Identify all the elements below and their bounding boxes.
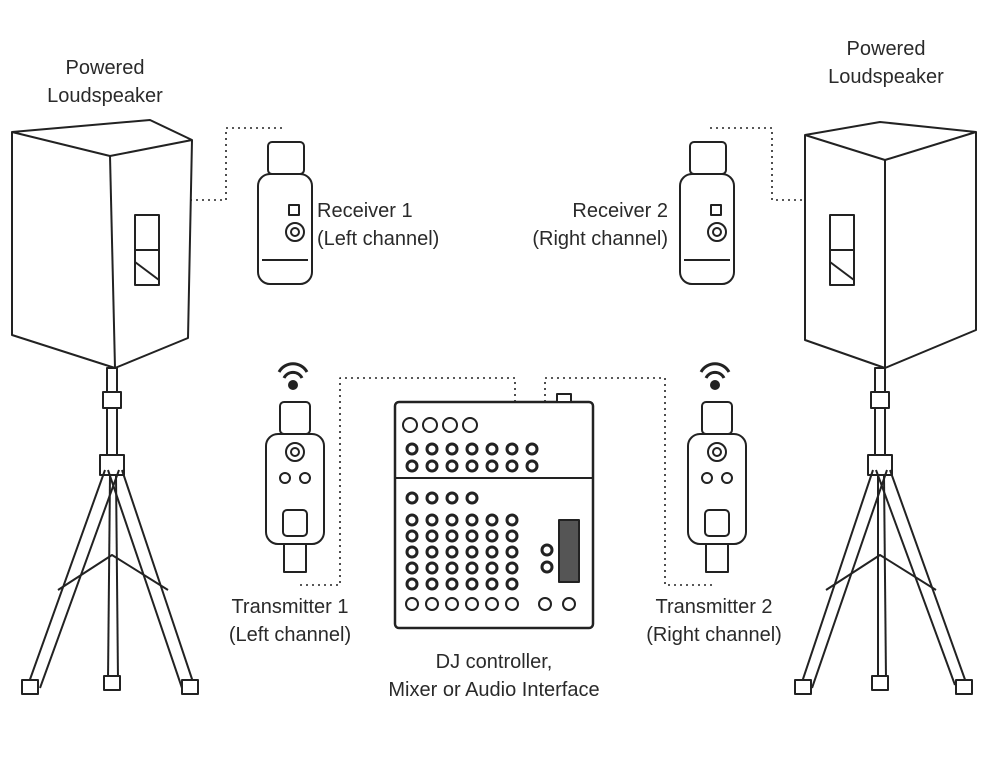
mixer-knob — [422, 417, 438, 433]
mixer-knob — [405, 577, 419, 591]
mixer-knob — [540, 543, 554, 557]
mixer-knob — [485, 577, 499, 591]
mixer-knob — [505, 513, 519, 527]
mixer-knob — [465, 442, 479, 456]
mixer-knob — [402, 417, 418, 433]
receiver-2-icon — [679, 141, 735, 285]
receiver-2-label: Receiver 2 (Right channel) — [532, 197, 668, 253]
mixer-knob — [405, 491, 419, 505]
label-line: (Right channel) — [646, 624, 782, 646]
mixer-knob — [445, 513, 459, 527]
mixer-knob — [425, 561, 439, 575]
tripod-stand-left-icon — [21, 367, 199, 695]
mixer-knob — [505, 561, 519, 575]
mixer-knob — [485, 459, 499, 473]
mixer-knob — [405, 529, 419, 543]
mixer-knob — [425, 577, 439, 591]
speaker-left-icon — [11, 119, 193, 369]
label-line: Transmitter 2 — [655, 596, 773, 618]
mixer-label: DJ controller, Mixer or Audio Interface — [388, 648, 599, 704]
mixer-knob — [525, 459, 539, 473]
mixer-knob — [465, 545, 479, 559]
mixer-knob — [465, 513, 479, 527]
mixer-knob — [485, 597, 499, 611]
label-line: Receiver 2 — [572, 200, 668, 222]
mixer-knob — [445, 597, 459, 611]
label-line: Loudspeaker — [828, 66, 944, 88]
mixer-knob — [465, 459, 479, 473]
label-line: Receiver 1 — [317, 200, 413, 222]
label-line: Powered — [846, 38, 926, 60]
tripod-stand-right-icon — [794, 367, 973, 695]
mixer-knob — [525, 442, 539, 456]
mixer-knob — [538, 597, 552, 611]
label-line: (Left channel) — [228, 624, 352, 646]
mixer-knob — [485, 545, 499, 559]
mixer-knob — [445, 545, 459, 559]
mixer-knob — [465, 577, 479, 591]
mixer-knob — [445, 491, 459, 505]
speaker-left-label: Powered Loudspeaker — [47, 54, 163, 110]
mixer-knob — [445, 577, 459, 591]
mixer-knob — [485, 561, 499, 575]
mixer-knob — [540, 560, 554, 574]
transmitter-2-label: Transmitter 2 (Right channel) — [646, 593, 782, 649]
mixer-knob — [405, 597, 419, 611]
mixer-knob — [405, 561, 419, 575]
mixer-knob — [425, 459, 439, 473]
mixer-knob — [505, 545, 519, 559]
mixer-knob — [465, 561, 479, 575]
transmitter-1-icon — [265, 401, 325, 573]
label-line: Mixer or Audio Interface — [388, 679, 600, 701]
receiver-1-icon — [257, 141, 313, 285]
mixer-icon — [393, 393, 595, 630]
mixer-knob — [425, 545, 439, 559]
mixer-knob — [505, 529, 519, 543]
mixer-knob — [505, 577, 519, 591]
mixer-knob — [485, 529, 499, 543]
label-line: DJ controller, — [435, 651, 553, 673]
label-line: (Right channel) — [532, 228, 668, 250]
transmitter-1-label: Transmitter 1 (Left channel) — [229, 593, 351, 649]
mixer-knob — [465, 529, 479, 543]
mixer-knob — [405, 459, 419, 473]
mixer-knob — [425, 442, 439, 456]
mixer-knob — [562, 597, 576, 611]
label-line: Loudspeaker — [47, 85, 163, 107]
mixer-knob — [485, 513, 499, 527]
mixer-knob — [445, 561, 459, 575]
mixer-knob — [465, 491, 479, 505]
mixer-knob — [405, 545, 419, 559]
mixer-knob — [505, 442, 519, 456]
mixer-knob — [425, 529, 439, 543]
wifi-signal-2-icon — [699, 362, 731, 379]
mixer-knob — [445, 459, 459, 473]
mixer-knob — [445, 442, 459, 456]
mixer-knob — [425, 513, 439, 527]
label-line: Powered — [65, 57, 145, 79]
mixer-knob — [425, 597, 439, 611]
mixer-knob — [405, 513, 419, 527]
mixer-knob — [405, 442, 419, 456]
wifi-dot-1 — [288, 380, 298, 390]
wifi-signal-1-icon — [277, 362, 309, 379]
wifi-dot-2 — [710, 380, 720, 390]
speaker-right-label: Powered Loudspeaker — [828, 35, 944, 91]
mixer-knob — [442, 417, 458, 433]
mixer-knob — [465, 597, 479, 611]
mixer-knob — [445, 529, 459, 543]
mixer-knob — [462, 417, 478, 433]
transmitter-2-icon — [687, 401, 747, 573]
mixer-knob — [485, 442, 499, 456]
mixer-knob — [505, 459, 519, 473]
label-line: (Left channel) — [317, 228, 440, 250]
mixer-knob — [505, 597, 519, 611]
receiver-1-label: Receiver 1 (Left channel) — [317, 197, 439, 253]
mixer-knob — [425, 491, 439, 505]
connection-lines — [190, 127, 802, 586]
speaker-right-icon — [804, 121, 977, 369]
label-line: Transmitter 1 — [231, 596, 349, 618]
